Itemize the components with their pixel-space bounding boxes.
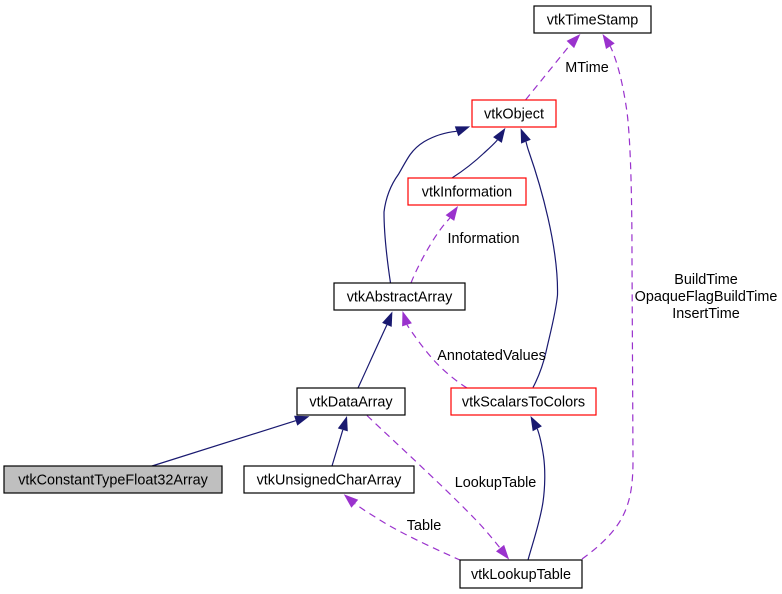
svg-text:InsertTime: InsertTime [672,306,739,322]
svg-text:vtkAbstractArray: vtkAbstractArray [347,290,453,306]
svg-text:vtkObject: vtkObject [484,107,544,123]
svg-text:vtkTimeStamp: vtkTimeStamp [547,13,638,29]
svg-text:vtkDataArray: vtkDataArray [309,395,393,411]
svg-text:AnnotatedValues: AnnotatedValues [437,348,546,364]
svg-text:vtkScalarsToColors: vtkScalarsToColors [462,395,585,411]
svg-text:vtkInformation: vtkInformation [422,185,512,201]
svg-text:vtkConstantTypeFloat32Array: vtkConstantTypeFloat32Array [18,473,208,489]
svg-text:Table: Table [407,518,441,534]
svg-text:Information: Information [448,231,520,247]
svg-text:vtkLookupTable: vtkLookupTable [471,567,571,583]
svg-text:LookupTable: LookupTable [455,475,537,491]
svg-text:BuildTime: BuildTime [674,272,737,288]
svg-text:vtkUnsignedCharArray: vtkUnsignedCharArray [257,473,403,489]
svg-text:MTime: MTime [565,60,608,76]
svg-text:OpaqueFlagBuildTime: OpaqueFlagBuildTime [635,289,778,305]
